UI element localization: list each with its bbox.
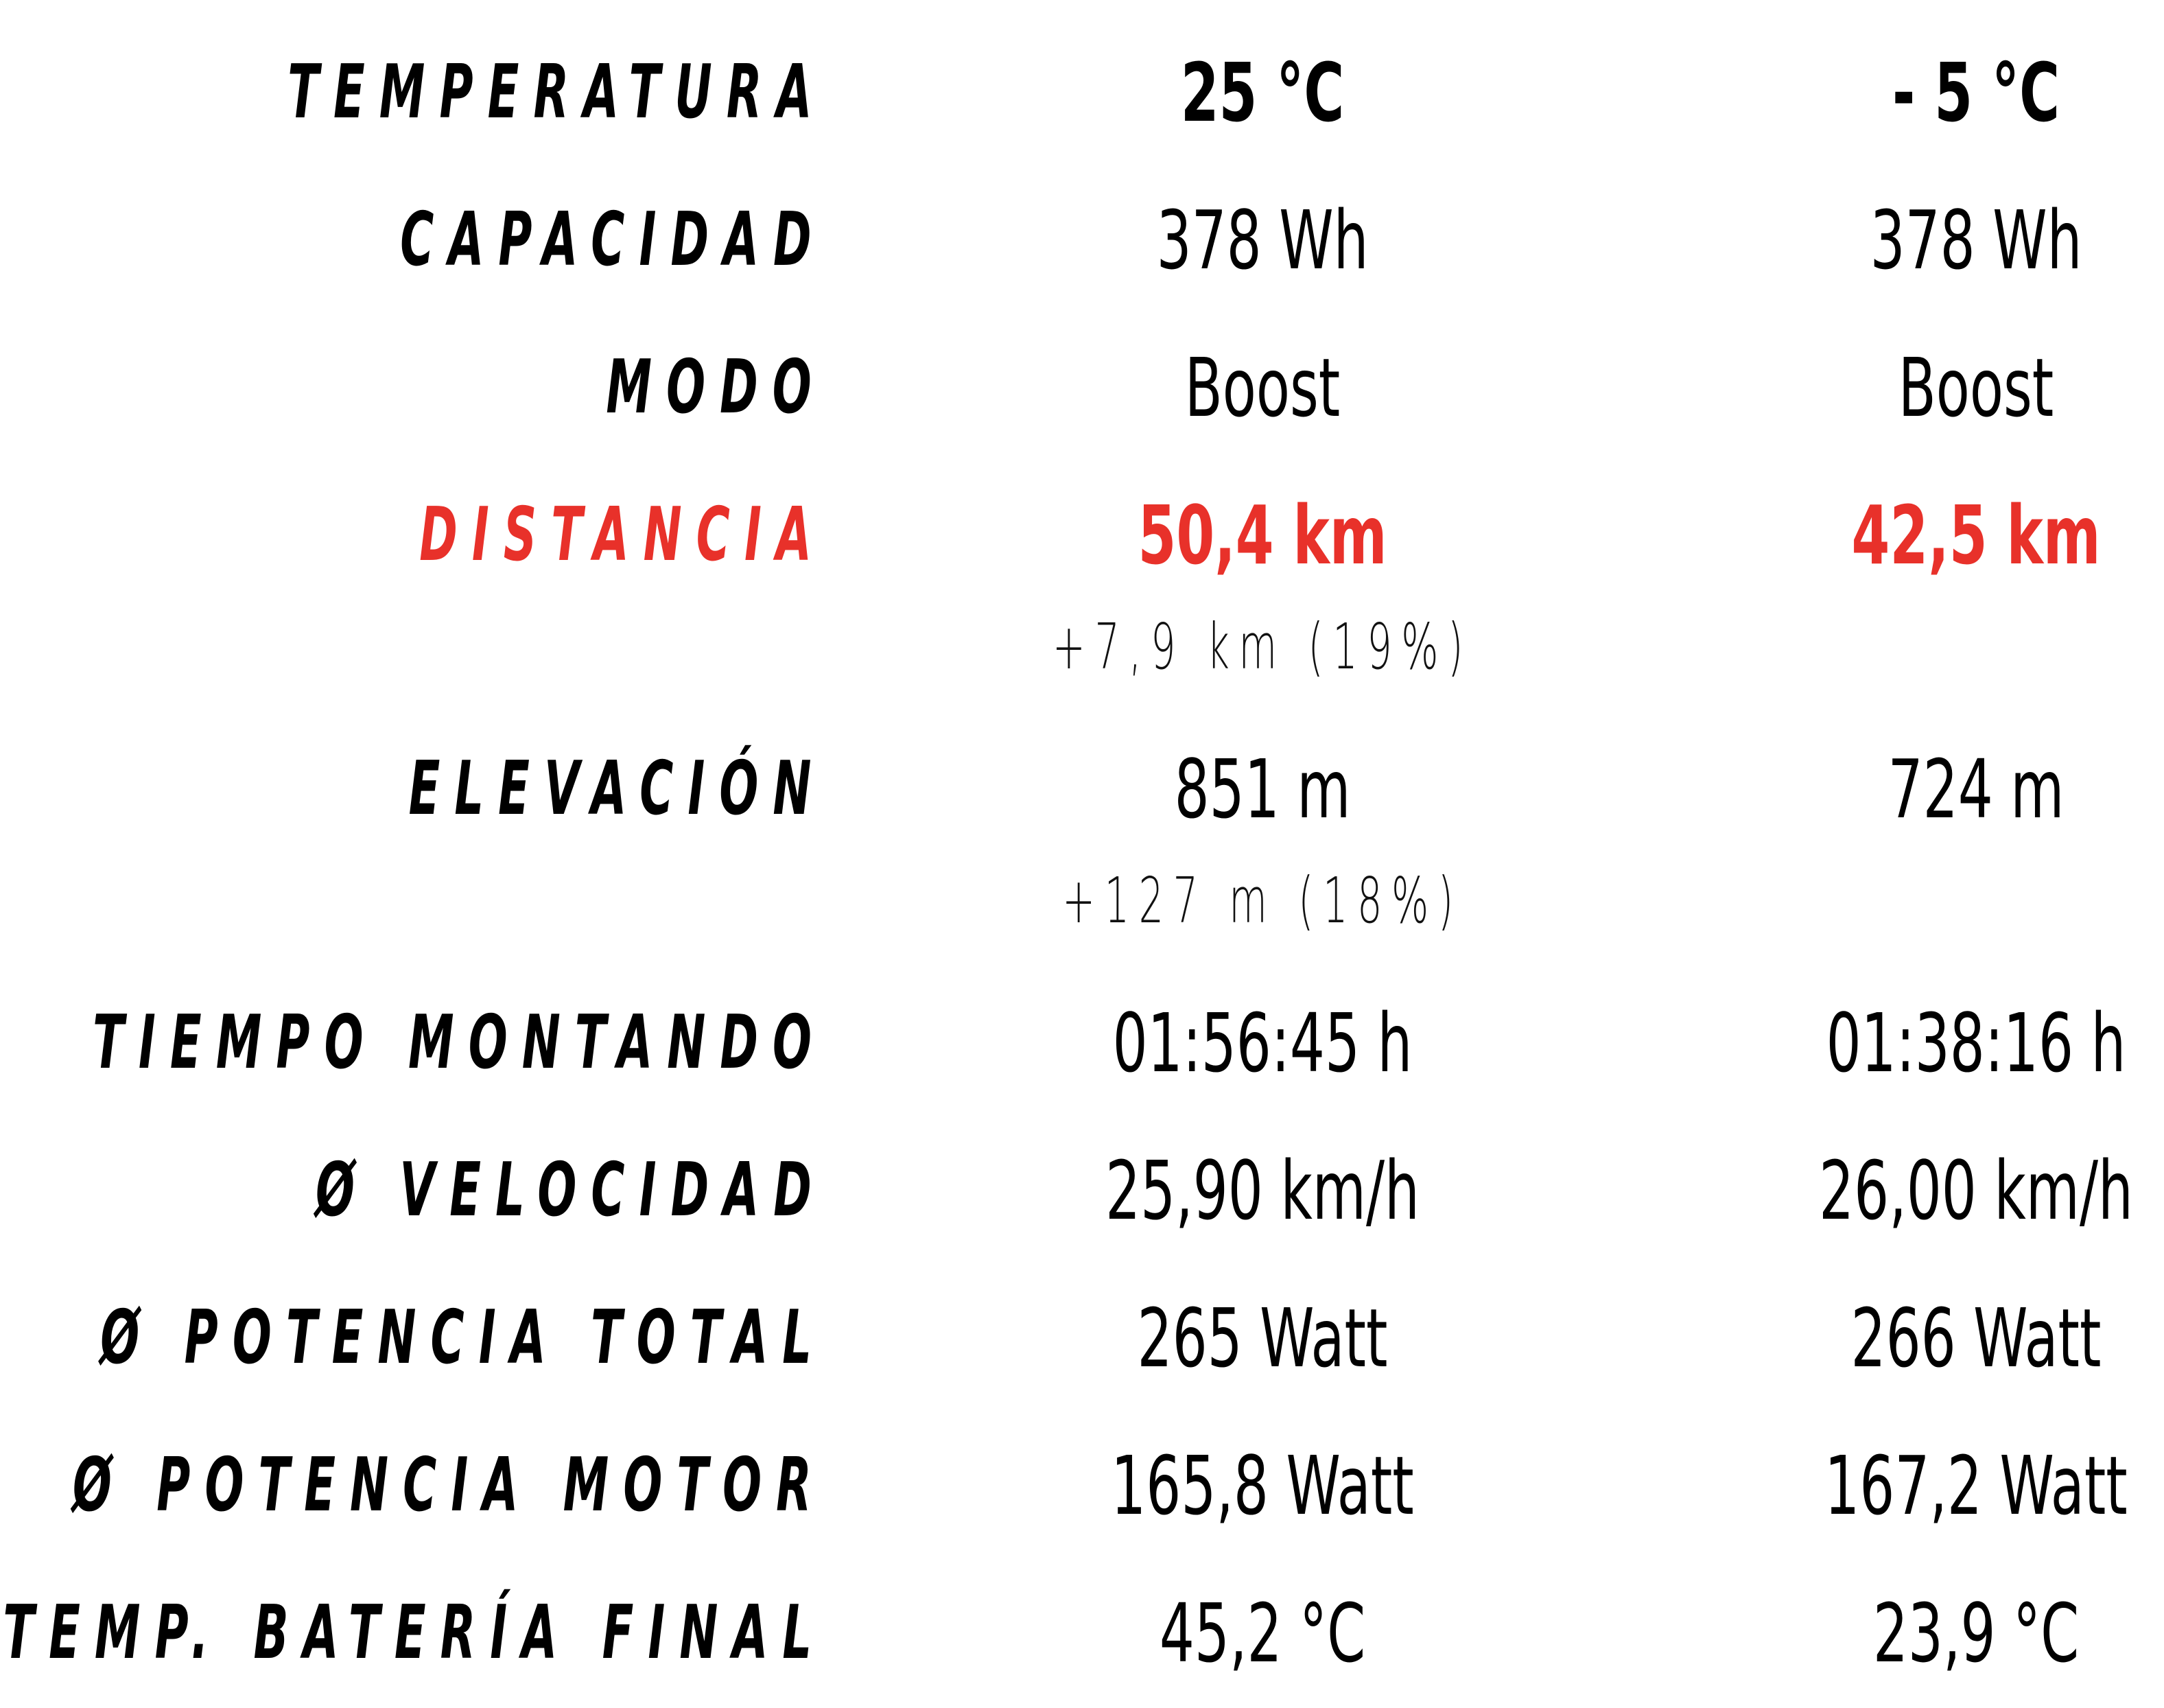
value-col-minus5c: 167,2 Watt — [1824, 1438, 2128, 1533]
value-col-25c: 01:56:45 h — [1112, 996, 1413, 1090]
row-label: ELEVACIÓN — [409, 746, 826, 832]
value-col-minus5c: 23,9 °C — [1872, 1586, 2080, 1681]
value-col-minus5c: 26,00 km/h — [1819, 1143, 2133, 1238]
value-col-25c: 851 m — [1174, 742, 1351, 837]
row-label: Ø POTENCIA MOTOR — [73, 1442, 826, 1528]
value-col-25c: 25,90 km/h — [1105, 1143, 1420, 1238]
value-col-25c: 45,2 °C — [1159, 1586, 1366, 1681]
difference-note: +7,9 km (19%) — [1052, 610, 1472, 683]
row-label: Ø VELOCIDAD — [316, 1147, 826, 1233]
value-col-25c: 265 Watt — [1137, 1291, 1388, 1385]
row-label: DISTANCIA — [419, 492, 826, 578]
row-label: TIEMPO MONTANDO — [93, 1000, 826, 1086]
row-label: MODO — [606, 344, 826, 430]
value-col-minus5c: 01:38:16 h — [1826, 996, 2126, 1090]
value-col-25c: Boost — [1184, 340, 1341, 435]
value-col-25c: 25 °C — [1180, 45, 1345, 140]
row-label: TEMPERATURA — [287, 49, 826, 135]
value-col-minus5c: 378 Wh — [1870, 193, 2082, 288]
value-col-minus5c: 724 m — [1887, 742, 2065, 837]
value-col-minus5c: 266 Watt — [1850, 1291, 2102, 1385]
row-label: CAPACIDAD — [400, 197, 826, 283]
value-col-minus5c: - 5 °C — [1892, 45, 2060, 140]
difference-note: +127 m (18%) — [1062, 864, 1463, 937]
value-col-minus5c: Boost — [1898, 340, 2054, 435]
value-col-minus5c: 42,5 km — [1851, 488, 2101, 583]
row-label: Ø POTENCIA TOTAL — [100, 1295, 826, 1381]
row-label: TEMP. BATERÍA FINAL — [3, 1590, 826, 1676]
value-col-25c: 378 Wh — [1156, 193, 1369, 288]
value-col-25c: 50,4 km — [1138, 488, 1387, 583]
value-col-25c: 165,8 Watt — [1111, 1438, 1414, 1533]
